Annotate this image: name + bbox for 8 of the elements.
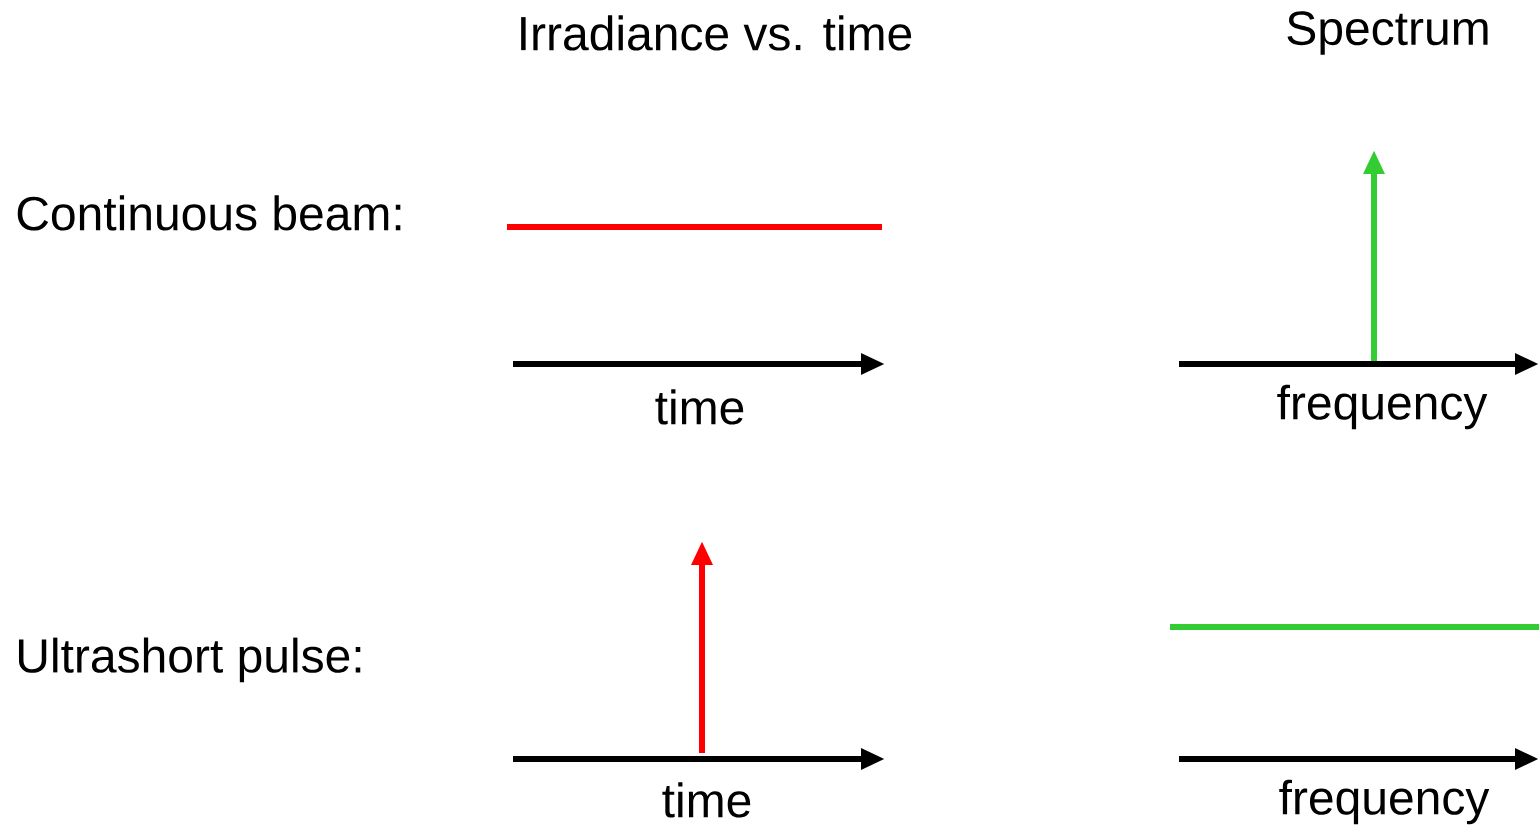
row-label: Continuous beam:: [17, 195, 401, 231]
axis-label: time: [655, 389, 744, 425]
column-heading: Spectrum: [1287, 11, 1488, 55]
row-label: Ultrashort pulse:: [19, 637, 361, 683]
column-heading: Irradiance vs. time: [521, 15, 912, 51]
axis-label: frequency: [1277, 384, 1488, 430]
axis-label: frequency: [1279, 779, 1490, 825]
axis-label: time: [662, 782, 751, 818]
